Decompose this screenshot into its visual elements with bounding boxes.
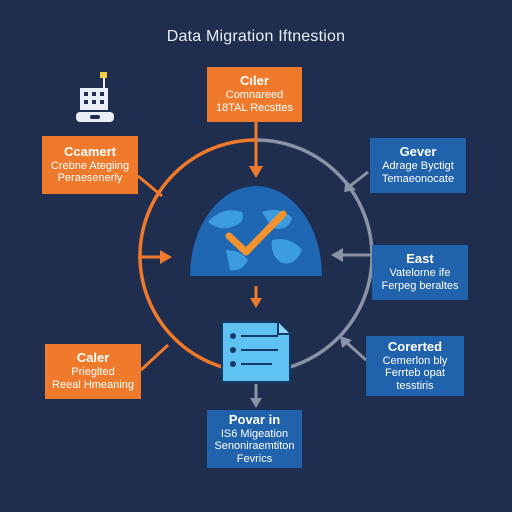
arrowhead-right-mid <box>331 248 343 262</box>
node-line: Peraesenerly <box>57 172 123 185</box>
diagram-title: Data Migration Iftnestion <box>166 28 346 45</box>
connector-right-bottom <box>344 340 368 362</box>
node-box-right-mid: East Vatelorne ife Ferpeg beraltes <box>372 245 468 300</box>
node-line: Ferrteb opat <box>385 367 445 380</box>
connector-left-top <box>137 174 163 198</box>
connector-left-bottom <box>139 343 170 372</box>
node-title: Caler <box>76 350 110 366</box>
node-box-right-top: Gever Adrage Byctigt Temaeonocate <box>370 138 466 193</box>
node-title: Povar in <box>228 411 281 427</box>
arrowhead-right-bottom <box>340 336 352 348</box>
node-title: Ccamert <box>63 143 117 159</box>
node-line: Reeal Hmeaning <box>52 378 134 391</box>
arrowhead-left <box>160 250 172 264</box>
node-box-bottom: Povar in IS6 Migeation Senoniraemtiton F… <box>207 410 302 468</box>
node-line: Vatelorne ife <box>389 267 451 280</box>
node-line: tesstiris <box>396 379 434 392</box>
node-line: Cemerlon bly <box>382 354 448 367</box>
arrowhead-right-top <box>344 180 356 192</box>
node-box-top: Cıler Comnareed 18TAL Recsttes <box>207 67 302 122</box>
node-line: IS6 Migeation <box>220 427 289 440</box>
node-line: Senoniraemtiton <box>214 440 295 453</box>
connector-right-top <box>349 170 369 188</box>
node-title: Gever <box>399 144 437 160</box>
node-box-right-bottom: Corerted Cemerlon bly Ferrteb opat tesst… <box>366 336 464 396</box>
node-line: Prieglted <box>71 366 115 379</box>
server-building-icon <box>76 72 114 122</box>
node-box-left-bottom: Caler Prieglted Reeal Hmeaning <box>45 344 141 399</box>
arrowhead-top <box>249 166 263 178</box>
node-line: Temaeonocate <box>381 172 455 185</box>
globe-checkmark-icon <box>190 186 322 276</box>
document-list-icon <box>221 321 291 383</box>
arrowhead-globe-doc <box>250 298 262 308</box>
node-line: Fevrics <box>236 452 273 465</box>
node-title: Cıler <box>240 73 269 89</box>
node-line: Adrage Byctigt <box>382 160 454 173</box>
node-line: Comnareed <box>225 89 284 102</box>
node-line: Crebne Ategiing <box>50 159 130 172</box>
node-line: 18TAL Recsttes <box>215 101 294 114</box>
node-title: East <box>406 251 434 267</box>
arrowhead-bottom <box>250 398 262 408</box>
node-box-left-top: Ccamert Crebne Ategiing Peraesenerly <box>42 136 138 194</box>
node-line: Ferpeg beraltes <box>381 279 459 292</box>
node-title: Corerted <box>387 338 443 354</box>
